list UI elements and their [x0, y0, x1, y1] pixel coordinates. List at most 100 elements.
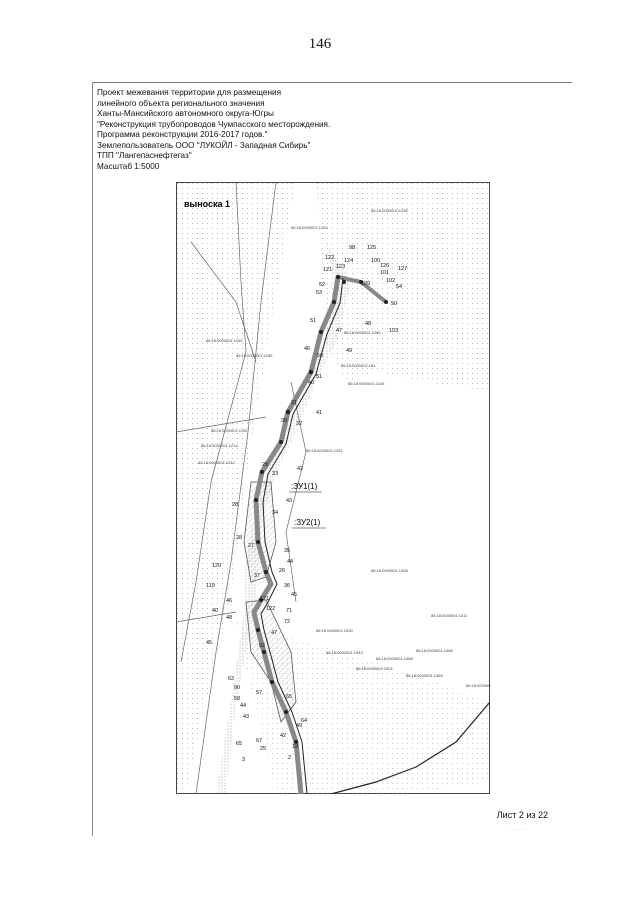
point-label: 123 — [336, 264, 345, 270]
point-label: 41 — [316, 410, 322, 416]
point-label: 32 — [296, 421, 302, 427]
footnote-mark: ........ — [508, 826, 528, 832]
point-label: 48 — [226, 615, 232, 621]
point-label: 35 — [284, 548, 290, 554]
point-label: 19 — [292, 744, 298, 750]
cadastral-label: 86:18:0000001:1308 — [371, 568, 408, 573]
point-label: 90 — [234, 685, 240, 691]
cadastral-label: 86:18:0000001:1190 — [211, 428, 248, 433]
point-label: 46 — [226, 598, 232, 604]
point-label: 100 — [371, 258, 380, 264]
point-label: 50 — [317, 353, 323, 359]
cadastral-labels: 86:18:0000001:1235 86:18:0000001:1254 86:1… — [198, 208, 491, 688]
point-label: 103 — [389, 328, 398, 334]
point-label: 29 — [262, 462, 268, 468]
point-label: 36 — [284, 583, 290, 589]
cadastral-label: 86:18:0000001:1160 — [206, 338, 243, 343]
lower-dotted-area — [236, 622, 490, 794]
point-label: 30 — [281, 418, 287, 424]
inset-title: выноска 1 — [184, 199, 230, 209]
header-line: линейного объекта регионального значения — [97, 98, 265, 108]
cadastral-label: 86:18:0000001:1489 — [406, 673, 443, 678]
point-label: 121 — [323, 267, 332, 273]
point-label: 28 — [232, 502, 238, 508]
point-label: 126 — [380, 263, 389, 269]
linework — [176, 182, 307, 794]
point-label: 102 — [386, 278, 395, 284]
header-line: Ханты-Мансийского автономного округа-Югр… — [97, 109, 274, 118]
point-label: 53 — [316, 290, 322, 296]
point-label: 47 — [271, 630, 277, 636]
header-top-rule — [92, 82, 572, 83]
point-label: 34 — [272, 510, 278, 516]
point-label: 72 — [284, 619, 290, 625]
cadastral-label: 86:18:0000001:1545 — [466, 683, 491, 688]
point-label: 42 — [297, 466, 303, 472]
point-label: 49 — [296, 723, 302, 729]
zone-label-2: :ЗУ2(1) — [294, 518, 321, 527]
point-label: 129 — [361, 281, 370, 287]
point-label: 43 — [243, 714, 249, 720]
sheet-label: Лист 2 из 22 — [496, 810, 548, 820]
point-label: 98 — [349, 245, 355, 251]
point-label: 31 — [291, 400, 297, 406]
cadastral-label: 86:18:0000001:1214 — [201, 443, 238, 448]
point-label: 33 — [272, 471, 278, 477]
point-label: 51 — [316, 374, 322, 380]
point-label: 71 — [286, 608, 292, 614]
cadastral-label: 86:18:0000001:1543 — [326, 650, 363, 655]
point-label: 122 — [266, 606, 275, 612]
document-header: Проект межевания территории для размещен… — [97, 88, 330, 172]
point-label: 44 — [240, 703, 246, 709]
cadastral-label: 86:18:0000001:1485 — [416, 648, 453, 653]
dense-strip — [216, 242, 351, 794]
cadastral-label: 86:18:0000001:1311 — [431, 613, 468, 618]
header-line: Масштаб 1:5000 — [97, 161, 160, 171]
cadastral-label: 86:18:0000001:1488 — [376, 656, 413, 661]
point-label: 40 — [308, 380, 314, 386]
point-label: 2 — [288, 755, 291, 761]
point-label: 26 — [279, 568, 285, 574]
right-dotted-area — [316, 182, 490, 392]
cadastral-label: 86:18:0000001:1530 — [316, 628, 353, 633]
point-label: 101 — [380, 270, 389, 276]
point-label: 44 — [287, 559, 293, 565]
point-label: 45 — [291, 592, 297, 598]
point-label: 125 — [367, 245, 376, 251]
point-label: 127 — [398, 266, 407, 272]
point-label: 51 — [310, 318, 316, 324]
pipeline-outline — [260, 277, 344, 794]
point-label: 122 — [325, 255, 334, 261]
point-label: 65 — [236, 741, 242, 747]
point-label: 58 — [234, 696, 240, 702]
header-line: Землепользователь ООО "ЛУКОЙЛ - Западная… — [97, 140, 311, 150]
point-label: 49 — [346, 348, 352, 354]
point-label: 57 — [256, 690, 262, 696]
point-label: 119 — [206, 583, 215, 589]
point-label: 40 — [212, 608, 218, 614]
point-label: 37 — [254, 573, 260, 579]
cadastral-label: 86:18:0000001:1501 — [356, 666, 393, 671]
cadastral-label: 86:18:0000001:1235 — [371, 208, 408, 213]
cadastral-label: 86:18:0000001:1105 — [348, 381, 385, 386]
cadastral-label: 86:18:0000001:1254 — [291, 225, 328, 230]
point-label: 63 — [228, 676, 234, 682]
point-label: 25 — [260, 746, 266, 752]
point-label: 65 — [286, 694, 292, 700]
point-label: 121 — [260, 596, 269, 602]
point-label: 42 — [280, 733, 286, 739]
point-label: 43 — [286, 498, 292, 504]
cadastral-label: 86:18:0000001:1251 — [306, 448, 343, 453]
point-label: 54 — [396, 284, 402, 290]
cadastral-label: 86:18:0000001:164 — [341, 363, 376, 368]
point-label: 48 — [365, 321, 371, 327]
header-line: Проект межевания территории для размещен… — [97, 88, 281, 97]
page-number: 146 — [308, 36, 332, 52]
frame-left-rule — [92, 82, 93, 836]
point-label: 45 — [206, 640, 212, 646]
point-label: 27 — [248, 543, 254, 549]
point-label: 62 — [259, 643, 265, 649]
point-label: 3 — [242, 757, 245, 763]
point-label: 46 — [304, 346, 310, 352]
